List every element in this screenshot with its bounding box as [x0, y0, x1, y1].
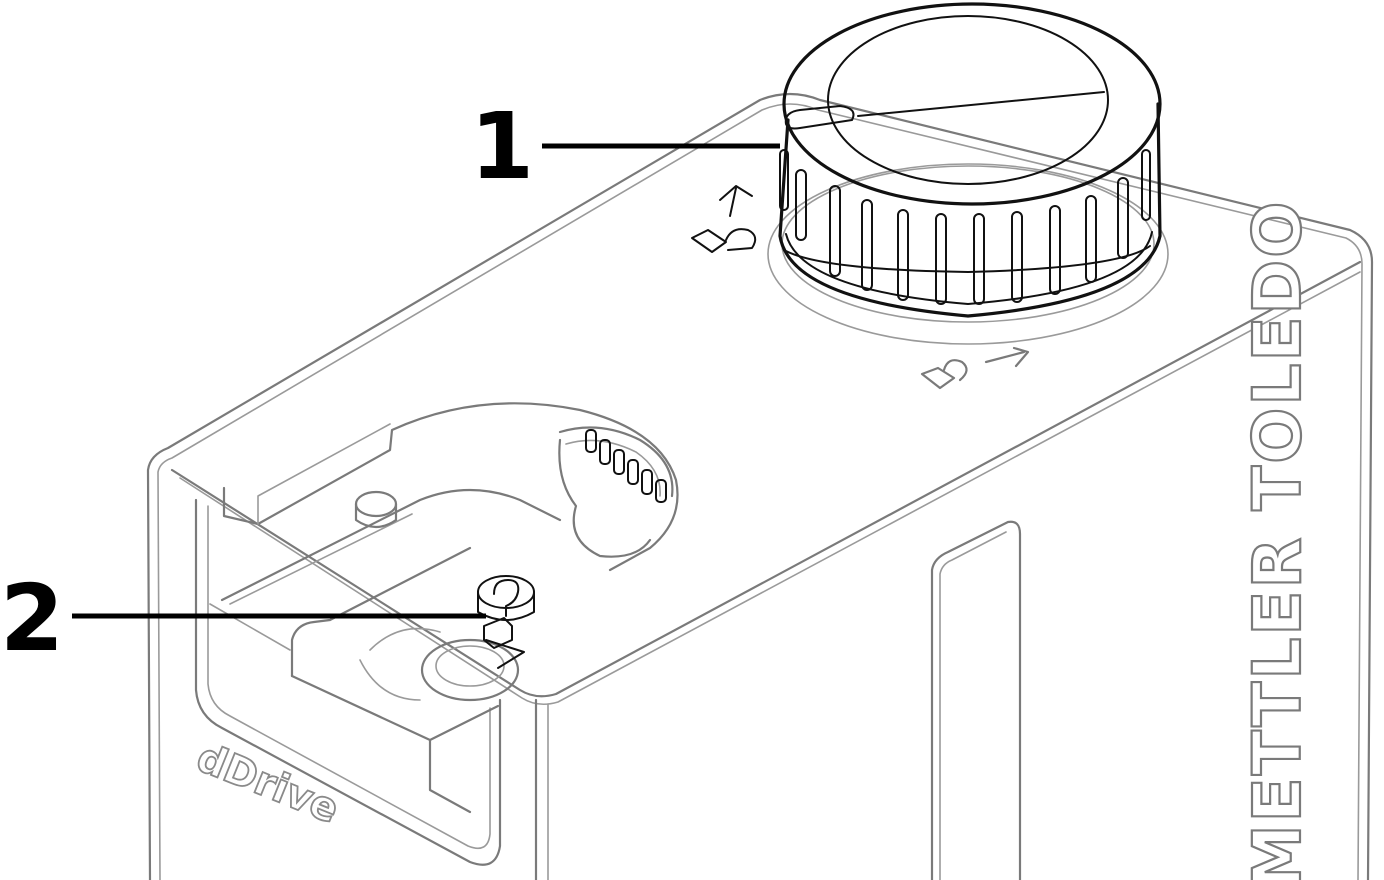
- knob-grip-ribs: [779, 149, 1151, 305]
- coupling-cavity: [194, 402, 679, 866]
- callout-number-2: 2: [0, 565, 64, 672]
- callout-1: 1: [470, 93, 780, 200]
- gear-teeth: [585, 429, 667, 503]
- coupling-pin: [477, 575, 535, 669]
- model-lettering: dDrive: [190, 735, 345, 833]
- callout-number-1: 1: [470, 93, 534, 200]
- lid-knob: [767, 2, 1169, 345]
- brand-lettering: METTLER TOLEDO: [1239, 200, 1316, 880]
- housing: [146, 92, 1374, 880]
- lock-rotate-icon: [920, 346, 1030, 390]
- callout-2: 2: [0, 565, 486, 672]
- unlock-rotate-icon: [691, 185, 757, 253]
